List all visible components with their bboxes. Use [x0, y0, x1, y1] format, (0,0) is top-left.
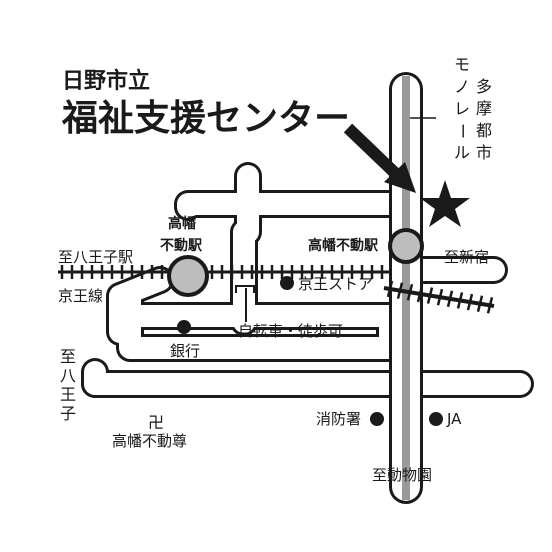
direction-hachioji: 至八王子 — [60, 347, 76, 423]
arrow-icon — [343, 123, 416, 193]
rail-tie — [476, 295, 484, 313]
underpass — [235, 285, 255, 322]
monorail-label-char: ル — [454, 143, 470, 162]
bank-label: 銀行 — [170, 342, 200, 360]
monorail-label-char: レ — [454, 99, 470, 118]
rail-tie — [386, 280, 394, 298]
station-takahata-keio — [167, 255, 209, 297]
station-label-monorail: 高幡不動駅 — [308, 237, 379, 254]
title-line1: 日野市立 — [62, 68, 150, 94]
monorail-label-char: 摩 — [476, 99, 492, 118]
fire-station-dot-icon — [370, 412, 384, 426]
rail-tie — [416, 285, 424, 303]
rail-tie — [406, 283, 414, 301]
star-icon — [420, 180, 470, 227]
monorail-label-char: 多 — [476, 77, 492, 96]
rail-tie — [396, 282, 404, 299]
monorail-label-char: 市 — [476, 143, 492, 162]
temple-symbol: 卍 — [148, 413, 164, 432]
rail-tie — [486, 297, 494, 314]
keio-store-label: 京王ストア — [298, 275, 373, 293]
rail-tie — [446, 290, 454, 308]
vertical-char: 王 — [60, 385, 76, 404]
direction-zoo: 至動物園 — [372, 466, 432, 484]
direction-hachioji-station: 至八王子駅 — [58, 248, 133, 266]
ja-label: JA — [446, 410, 462, 428]
vertical-char: 子 — [60, 404, 76, 423]
rail-tie — [426, 287, 434, 304]
station-label-keio-1: 高幡 — [168, 215, 197, 232]
temple-label: 高幡不動尊 — [112, 432, 187, 450]
bank-dot-icon — [177, 320, 191, 334]
rail-tie — [436, 288, 444, 306]
station-label-keio-2: 不動駅 — [160, 237, 203, 254]
keio-railway — [58, 265, 495, 314]
title-line2: 福祉支援センター — [61, 98, 350, 139]
vertical-char: 八 — [60, 366, 76, 385]
monorail-label-char: 都 — [476, 121, 492, 140]
monorail-label-char: ー — [453, 123, 472, 139]
direction-shinjuku: 至新宿 — [444, 248, 489, 266]
rail-tie — [456, 292, 464, 309]
bicycle-path-label: 自転車・徒歩可 — [238, 322, 343, 340]
ja-dot-icon — [429, 412, 443, 426]
keio-line-label: 京王線 — [58, 287, 103, 305]
keio-store-dot-icon — [280, 276, 294, 290]
station-takahata-monorail — [388, 228, 424, 264]
monorail-label-char: ノ — [454, 77, 470, 96]
monorail-label-char: モ — [454, 55, 470, 74]
vertical-char: 至 — [60, 347, 76, 366]
rail-tie — [466, 293, 474, 311]
fire-station-label: 消防署 — [316, 410, 361, 428]
